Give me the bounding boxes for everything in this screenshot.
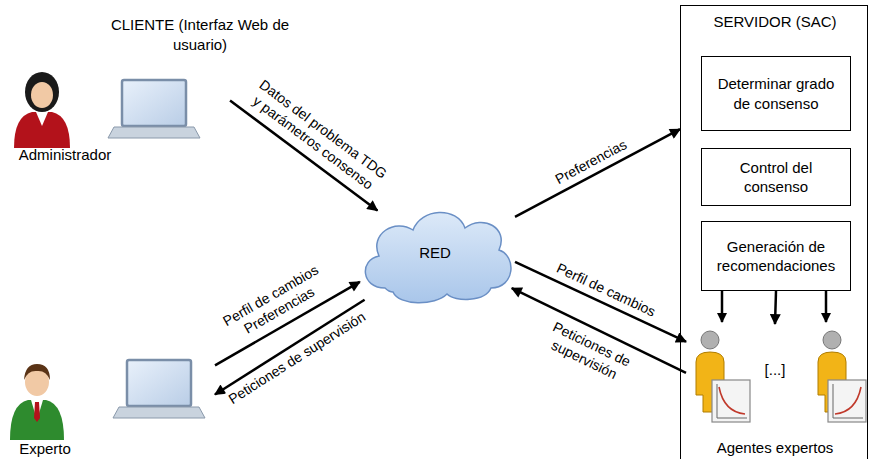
- network-cloud: RED: [355, 200, 515, 305]
- process-box: Control del consenso: [701, 148, 851, 206]
- node-label: RED: [419, 243, 451, 263]
- client-expert-group: Experto: [5, 355, 215, 459]
- node-label: [...]: [749, 360, 801, 380]
- laptop-icon: [108, 80, 200, 138]
- process-box: Determinar grado de consenso: [701, 56, 851, 131]
- recommendation-arrow: [825, 291, 828, 322]
- arrow-connector: [515, 129, 680, 217]
- process-box: Generación de recomendaciones: [701, 221, 851, 291]
- node-label: SERVIDOR (SAC): [681, 12, 869, 32]
- arrow-connector: [775, 291, 776, 324]
- node-label: Control del consenso: [708, 158, 844, 197]
- edge-label: Perfil de cambios: [552, 259, 660, 321]
- edge-label: Datos del problema TDG y parámetros cons…: [243, 74, 393, 198]
- agent-icon: [818, 331, 866, 422]
- agents-group: [...] Agentes expertos: [686, 324, 864, 459]
- node-label: Experto: [5, 439, 85, 459]
- laptop-icon: [113, 360, 205, 418]
- node-label: CLIENTE (Interfaz Web de usuario): [105, 15, 295, 54]
- node-label: Determinar grado de consenso: [708, 74, 844, 113]
- recommendation-arrow: [721, 291, 724, 322]
- expert-figure: [10, 364, 64, 440]
- server-box: SERVIDOR (SAC) Determinar grado de consen…: [680, 5, 868, 459]
- node-label: Generación de recomendaciones: [708, 237, 844, 276]
- admin-figure: [14, 72, 70, 148]
- node-sublabel: Administrador: [5, 145, 125, 165]
- node-sublabel: Agentes expertos: [686, 438, 864, 458]
- agent-icon: [696, 331, 750, 422]
